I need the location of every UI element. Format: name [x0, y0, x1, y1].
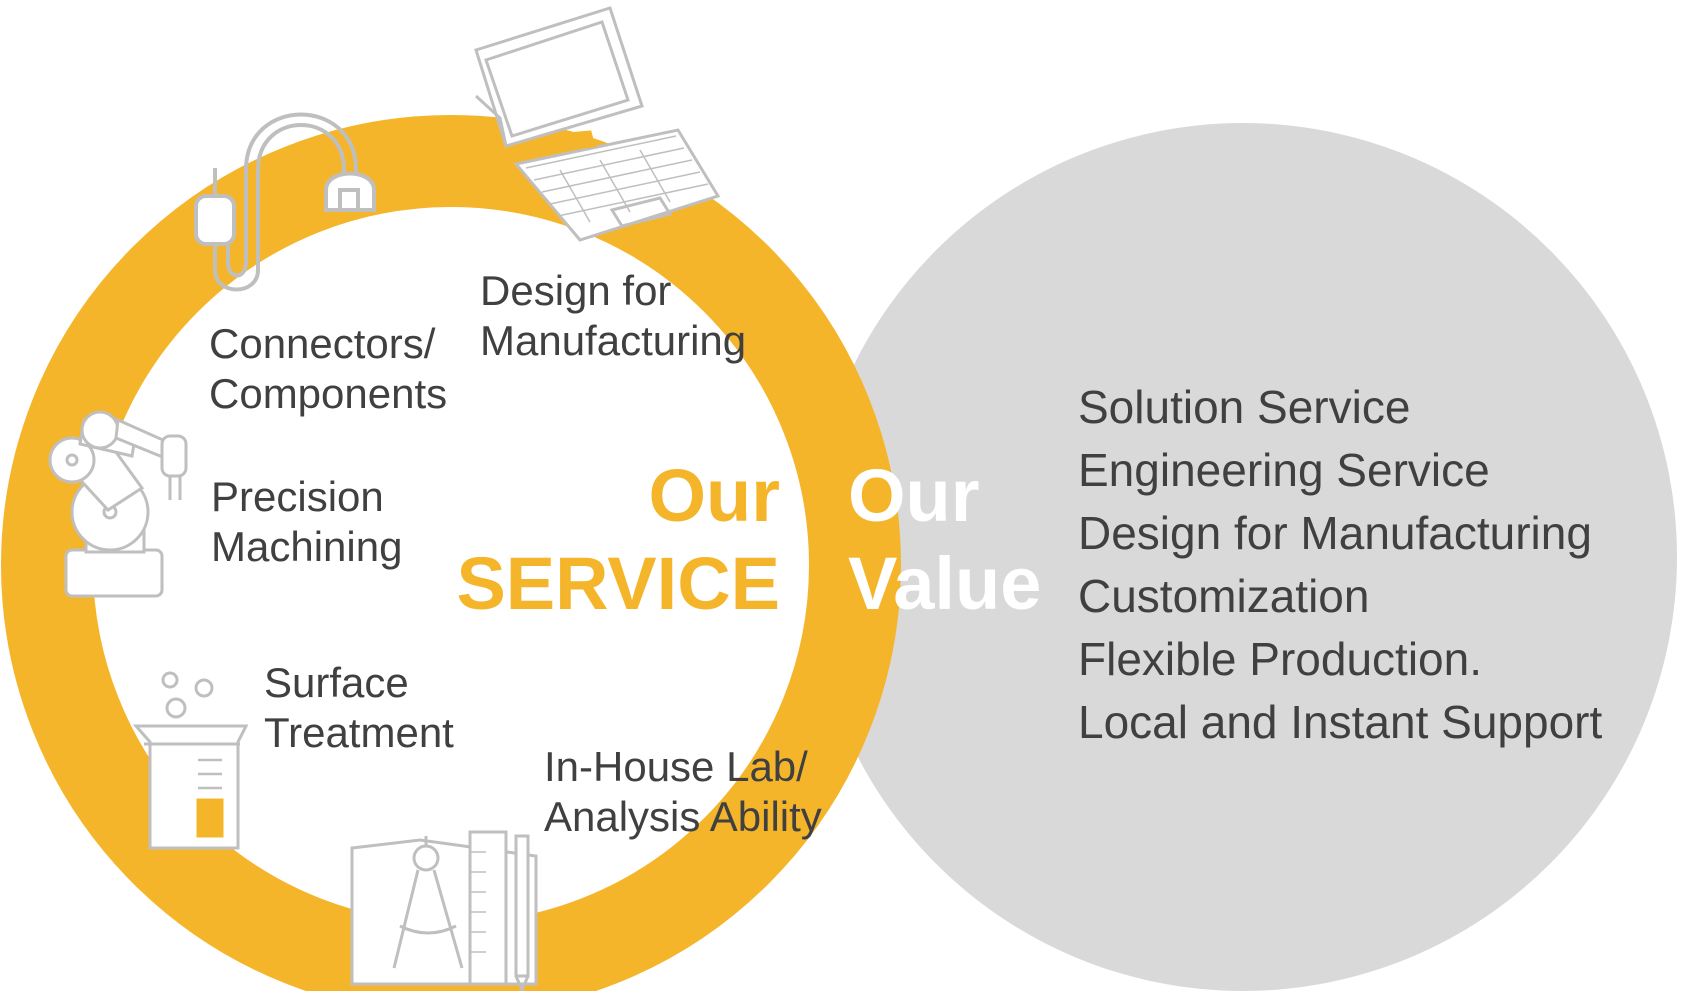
value-list-item: Engineering Service	[1078, 444, 1490, 496]
service-item-connectors: Connectors/ Components	[209, 319, 447, 419]
service-item-in-house-lab: In-House Lab/ Analysis Ability	[544, 742, 822, 842]
value-list-item: Solution Service	[1078, 381, 1411, 433]
plug-cable-icon	[194, 112, 376, 292]
value-list-item: Design for Manufacturing	[1078, 507, 1592, 559]
service-item-line1: Surface	[264, 659, 409, 706]
service-item-line2: Analysis Ability	[544, 793, 822, 840]
service-item-line1: In-House Lab/	[544, 743, 808, 790]
service-item-surface-treatment: Surface Treatment	[264, 658, 454, 758]
service-item-line1: Precision	[211, 473, 384, 520]
beaker-icon	[132, 671, 249, 850]
value-title-line2: Value	[848, 542, 1042, 625]
service-item-line2: Components	[209, 370, 448, 417]
service-item-design-for-manufacturing: Design for Manufacturing	[480, 266, 746, 366]
service-item-line2: Manufacturing	[480, 317, 747, 364]
drafting-tools-icon	[350, 830, 538, 991]
service-title-line1: Our	[648, 454, 780, 537]
service-item-line1: Design for	[480, 267, 672, 314]
robot-arm-icon	[48, 410, 188, 598]
value-circle	[809, 123, 1677, 991]
value-title-line1: Our	[848, 454, 980, 537]
service-item-line2: Treatment	[264, 709, 454, 756]
value-list: Solution Service Engineering Service Des…	[1078, 376, 1602, 754]
value-list-item: Customization	[1078, 570, 1370, 622]
value-list-item: Flexible Production.	[1078, 633, 1482, 685]
laptop-icon	[474, 6, 721, 242]
service-item-line1: Connectors/	[209, 320, 436, 367]
service-item-precision-machining: Precision Machining	[211, 472, 402, 572]
value-list-item: Local and Instant Support	[1078, 696, 1603, 748]
service-title-line2: SERVICE	[456, 542, 780, 625]
service-item-line2: Machining	[211, 523, 403, 570]
